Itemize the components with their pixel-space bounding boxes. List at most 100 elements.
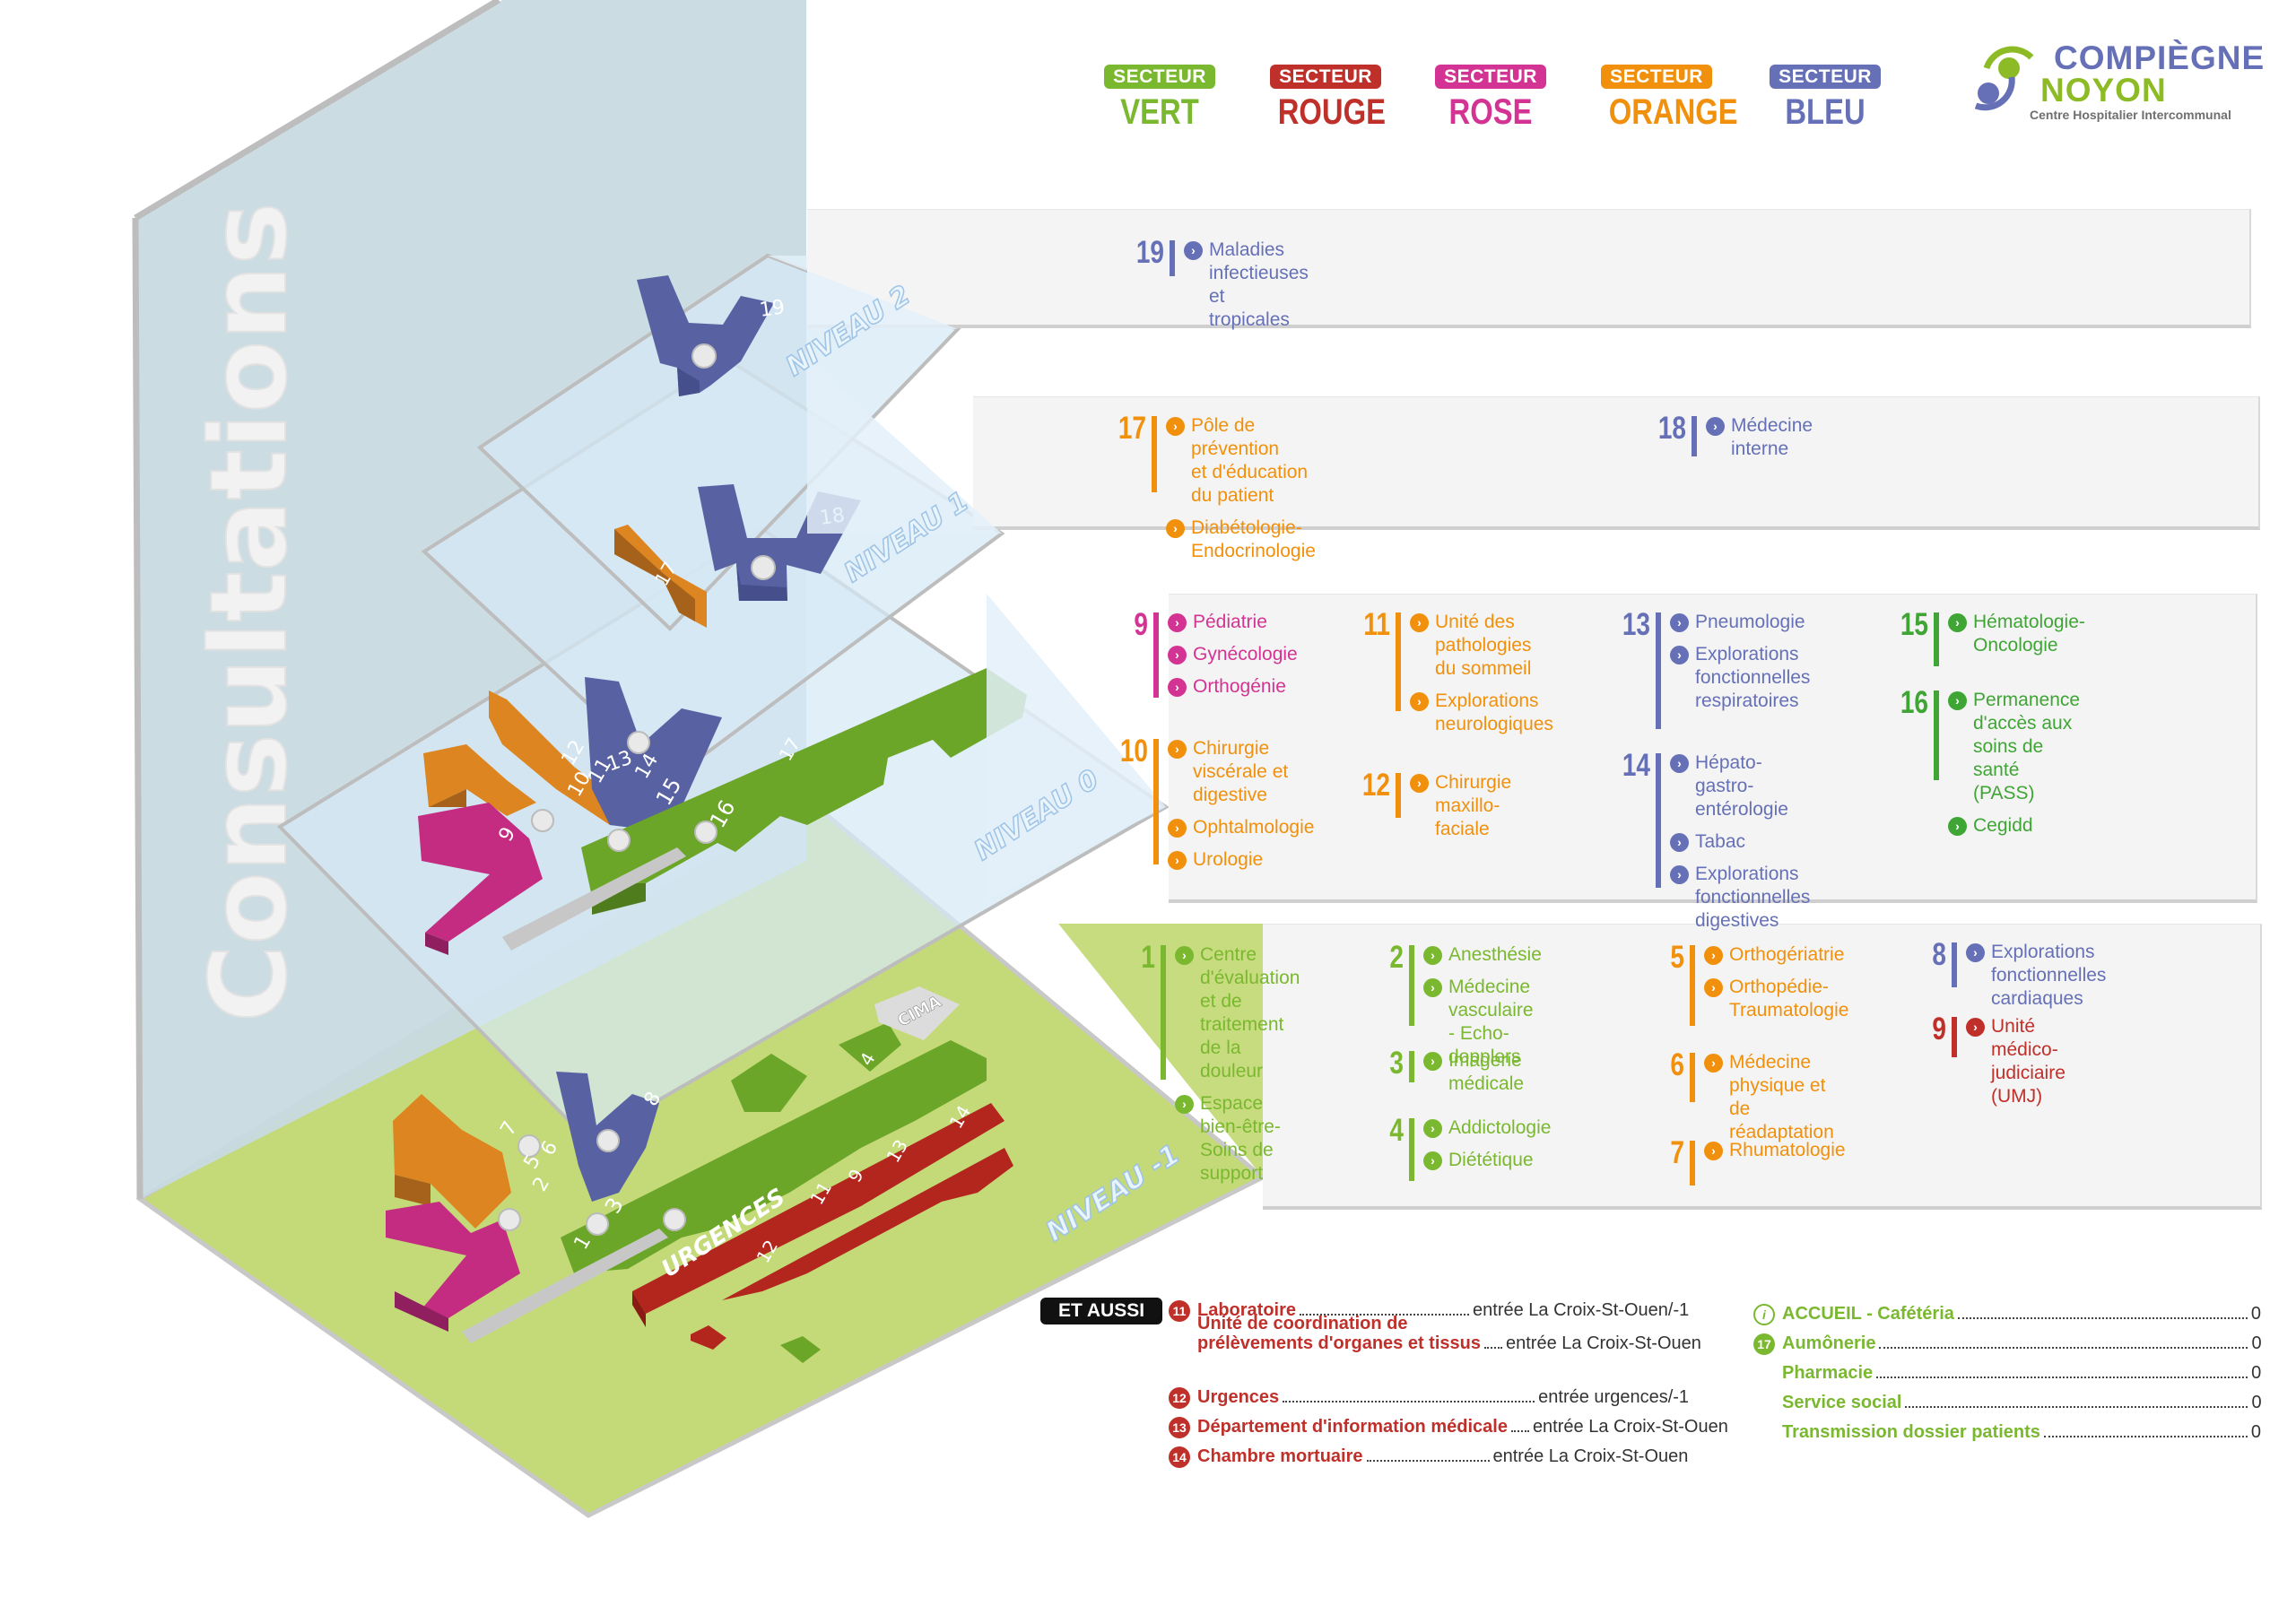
panel-niveau-2 — [807, 209, 2251, 328]
group-number: 4 — [1389, 1113, 1404, 1148]
service-item[interactable]: ›Explorations neurologiques — [1410, 690, 1553, 736]
group-divider — [1952, 1017, 1957, 1057]
service-item[interactable]: ›Médecine physique et de réadaptation — [1704, 1051, 1834, 1144]
service-item[interactable]: ›Orthopédie- Traumatologie — [1704, 976, 1848, 1022]
entrance-label: entrée La Croix-St-Ouen — [1506, 1333, 1701, 1353]
service-item[interactable]: ›Cegidd — [1948, 814, 2080, 838]
group-number: 12 — [1361, 768, 1390, 803]
service-item[interactable]: ›Explorations fonctionnelles cardiaques — [1966, 941, 2106, 1011]
entrance-label: entrée La Croix-St-Ouen — [1532, 1417, 1728, 1437]
chevron-right-icon: › — [1706, 417, 1725, 436]
service-item[interactable]: ›Hépato-gastro- entérologie — [1670, 751, 1810, 821]
group-divider — [1152, 416, 1157, 492]
chevron-right-icon: › — [1175, 946, 1194, 965]
service-item[interactable]: ›Anesthésie — [1423, 943, 1542, 967]
group-number: 6 — [1670, 1047, 1684, 1082]
service-item[interactable]: ›Pôle de prévention et d'éducation du pa… — [1166, 414, 1316, 508]
chevron-right-icon: › — [1410, 613, 1429, 632]
chevron-right-icon: › — [1966, 943, 1985, 962]
chevron-right-icon: › — [1966, 1018, 1985, 1037]
service-item[interactable]: ›Explorations fonctionnelles digestives — [1670, 863, 1810, 933]
service-item[interactable]: ›Urologie — [1168, 848, 1314, 872]
chevron-right-icon: › — [1168, 613, 1187, 632]
group-divider — [1656, 612, 1661, 729]
service-item[interactable]: ›Maladies infectieuses et tropicales — [1184, 239, 1309, 332]
service-item[interactable]: ›Orthogénie — [1168, 675, 1298, 699]
level-value: 0 — [2251, 1363, 2262, 1383]
group-divider — [1690, 1053, 1695, 1102]
service-item[interactable]: ›Médecine interne — [1706, 414, 1813, 461]
group-number: 11 — [1363, 607, 1390, 642]
service-item[interactable]: ›Espace bien-être- Soins de support — [1175, 1092, 1300, 1185]
service-item[interactable]: ›Pédiatrie — [1168, 611, 1298, 634]
service-label: Urologie — [1193, 849, 1264, 870]
service-item[interactable]: ›Explorations fonctionnelles respiratoir… — [1670, 643, 1810, 713]
number-marker-icon: 17 — [1753, 1333, 1775, 1355]
service-item[interactable]: ›Permanence d'accès aux soins de santé (… — [1948, 689, 2080, 805]
leader-dots — [1957, 1317, 2248, 1319]
service-item[interactable]: ›Diabétologie-Endocrinologie — [1166, 517, 1316, 563]
service-item[interactable]: › Hématologie- Oncologie — [1948, 611, 2085, 657]
service-item[interactable]: ›Ophtalmologie — [1168, 816, 1314, 839]
service-item[interactable]: ›Rhumatologie — [1704, 1139, 1846, 1162]
group-divider — [1934, 690, 1939, 780]
service-item[interactable]: ›Pneumologie — [1670, 611, 1810, 634]
service-label: Imagerie médicale — [1448, 1050, 1525, 1094]
group-divider — [1952, 942, 1957, 987]
service-item[interactable]: ›Addictologie — [1423, 1116, 1551, 1140]
leader-dots — [1879, 1347, 2248, 1349]
sector-name: ROUGE — [1277, 92, 1386, 132]
building-cluster-niveau-minus1[interactable]: CIMA 1 2 3 4 5 6 7 8 11 9 13 14 12 URGEN… — [386, 986, 1013, 1363]
group-number: 17 — [1118, 411, 1146, 446]
service-item[interactable]: ›Unité des pathologies du sommeil — [1410, 611, 1553, 681]
service-item[interactable]: ›Diététique — [1423, 1149, 1551, 1172]
leader-dots — [1366, 1460, 1490, 1462]
number-marker-icon: 14 — [1169, 1446, 1190, 1468]
chevron-right-icon: › — [1948, 613, 1967, 632]
building-cluster-niveau0[interactable]: 9 10 11 12 13 14 15 16 17 — [418, 668, 1027, 955]
group-number: 14 — [1622, 748, 1650, 783]
chevron-right-icon: › — [1168, 740, 1187, 759]
leader-dots — [1300, 1314, 1470, 1316]
service-item[interactable]: ›Chirurgie viscérale et digestive — [1168, 737, 1314, 807]
chevron-right-icon: › — [1670, 833, 1689, 852]
service-item[interactable]: ›Tabac — [1670, 830, 1810, 854]
group-divider — [1692, 416, 1697, 456]
service-label: Hématologie- Oncologie — [1973, 612, 2085, 656]
sector-badge: SECTEUR — [1770, 65, 1881, 89]
et-aussi-badge: ET AUSSI — [1040, 1298, 1163, 1324]
service-label: Chirurgie maxillo- faciale — [1435, 772, 1512, 839]
service-label: Aumônerie — [1782, 1333, 1876, 1353]
chevron-right-icon: › — [1423, 1052, 1442, 1071]
service-label: Espace bien-être- Soins de support — [1200, 1093, 1281, 1184]
chevron-right-icon: › — [1168, 678, 1187, 697]
service-item[interactable]: › Imagerie médicale — [1423, 1049, 1524, 1096]
chevron-right-icon: › — [1670, 613, 1689, 632]
group-number: 3 — [1389, 1046, 1404, 1081]
service-item[interactable]: ›Gynécologie — [1168, 643, 1298, 666]
group-number: 8 — [1932, 937, 1946, 972]
chevron-right-icon: › — [1166, 417, 1185, 436]
sector-badge: SECTEUR — [1104, 65, 1215, 89]
service-item[interactable]: ›Orthogériatrie — [1704, 943, 1848, 967]
service-item[interactable]: ›Unité médico-judiciaire (UMJ) — [1966, 1015, 2066, 1108]
group-number: 13 — [1622, 607, 1650, 642]
service-item[interactable]: ›Centre d'évaluation et de traitement de… — [1175, 943, 1300, 1083]
service-label: Orthogériatrie — [1729, 944, 1845, 965]
service-item[interactable]: ›Chirurgie maxillo- faciale — [1410, 771, 1511, 841]
service-item[interactable]: ›Médecine vasculaire - Echo-dopplers — [1423, 976, 1542, 1069]
group-divider — [1409, 945, 1414, 1026]
